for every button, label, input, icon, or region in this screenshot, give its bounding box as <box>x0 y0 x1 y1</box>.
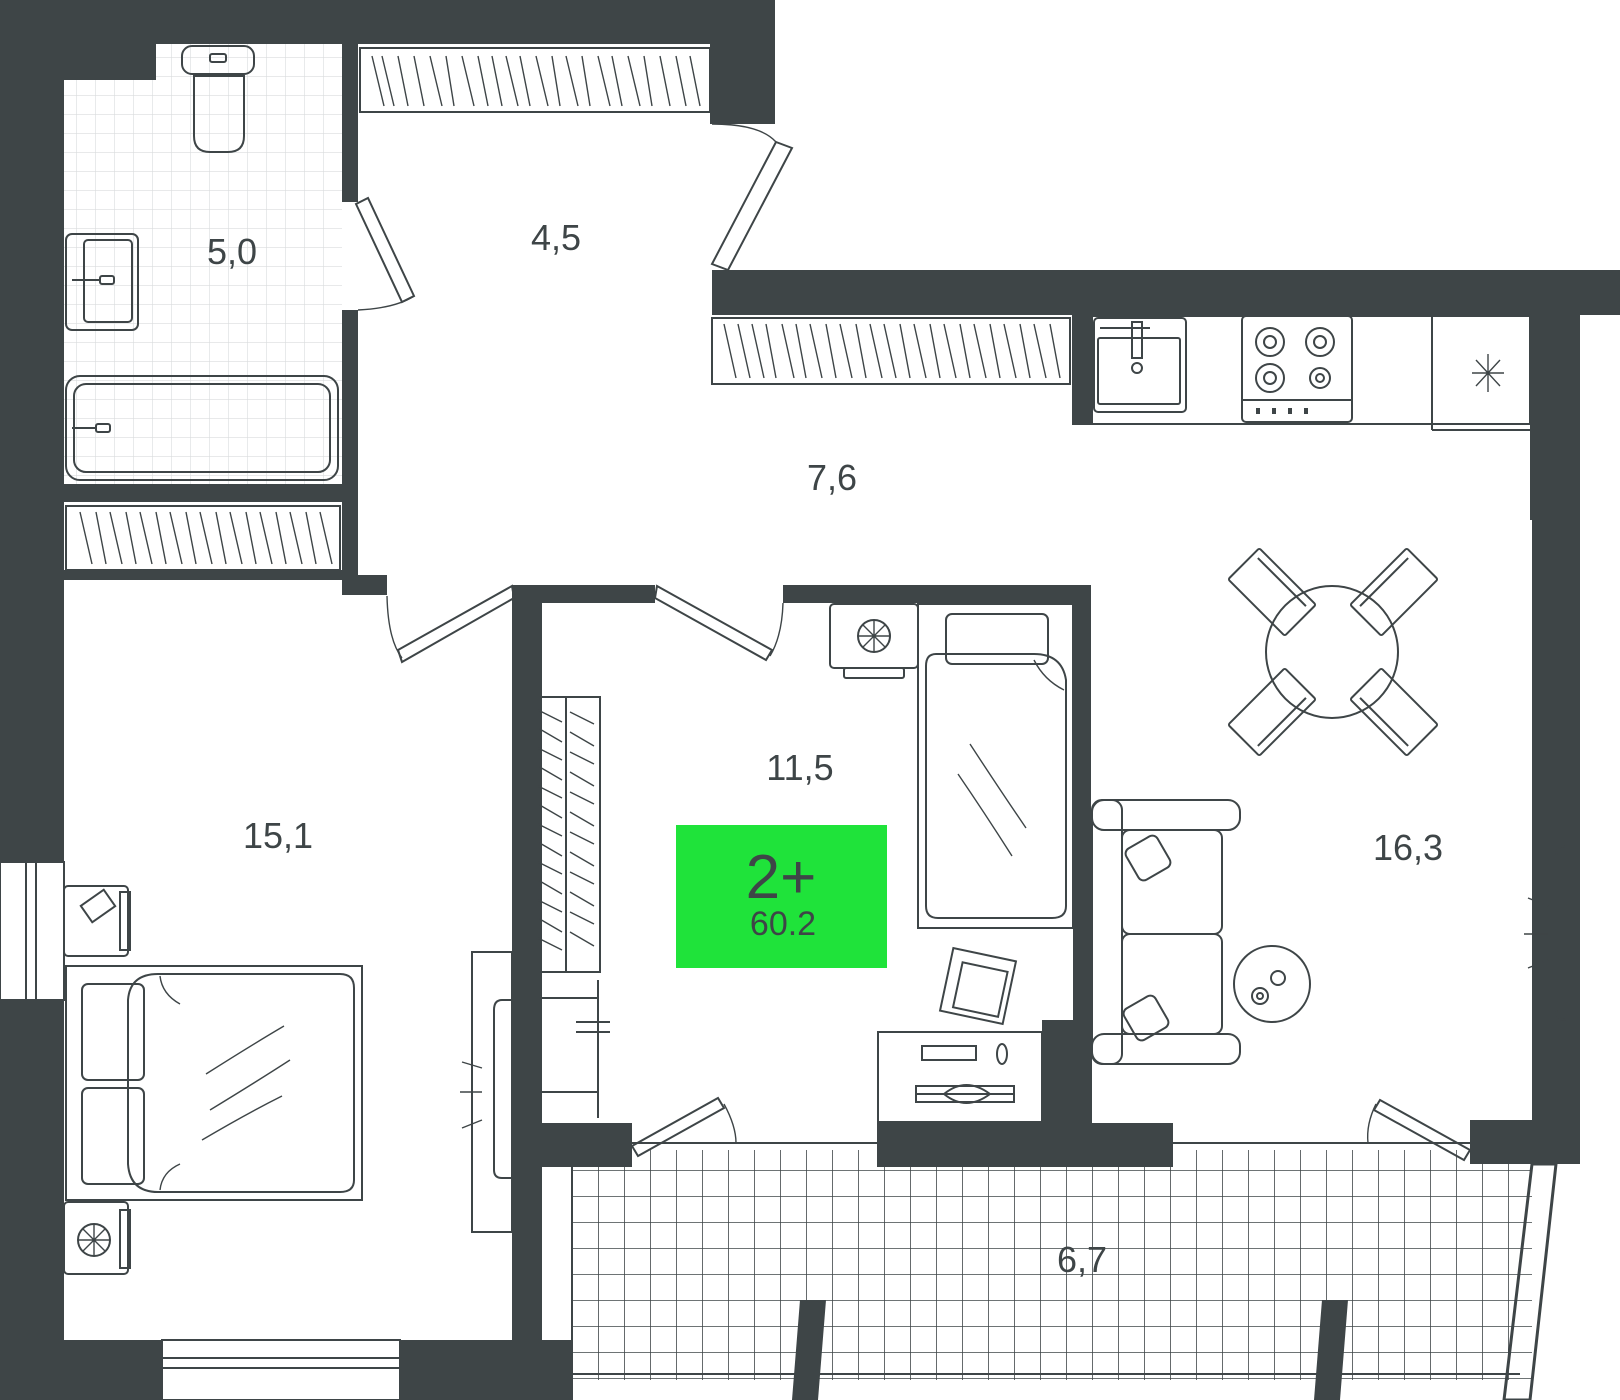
sink-icon <box>65 233 139 331</box>
ac-unit-main-bedroom <box>63 1201 131 1275</box>
area-label-bedroom-small: 11,5 <box>766 747 833 788</box>
sofa-icon <box>1091 799 1241 1065</box>
toilet-icon <box>181 45 255 153</box>
bathroom-floor-tiles <box>64 44 342 484</box>
double-bed-icon <box>65 965 363 1201</box>
badge-background <box>676 825 887 968</box>
area-label-hall: 4,5 <box>531 217 581 258</box>
area-label-balcony: 6,7 <box>1057 1239 1107 1280</box>
ac-unit-small-bedroom <box>829 603 919 679</box>
nightstand-top-icon <box>63 885 131 957</box>
window-bedroom-side <box>0 861 65 1001</box>
bathtub-icon <box>65 375 339 481</box>
coffee-table-icon <box>1233 945 1311 1023</box>
door-entrance <box>710 123 794 272</box>
wardrobe-corridor <box>711 317 1071 385</box>
desk-chair-icon <box>938 946 1018 1026</box>
balcony-floor-tiles <box>572 1150 1532 1380</box>
fridge-icon <box>1472 354 1504 392</box>
wardrobe-bath-corridor <box>65 505 341 571</box>
area-label-corridor: 7,6 <box>807 457 857 498</box>
door-balcony-right <box>1366 1098 1472 1162</box>
wardrobe-small-bedroom <box>531 696 601 973</box>
door-bathroom <box>354 196 416 311</box>
door-balcony-left <box>630 1096 737 1158</box>
tv-bedroom-icon <box>460 951 513 1233</box>
area-label-bedroom-main: 15,1 <box>243 815 313 856</box>
door-main-bedroom <box>386 584 516 664</box>
tv-icon <box>1524 845 1575 1021</box>
balcony-outline <box>571 1142 1558 1400</box>
stove-icon <box>1241 315 1353 423</box>
dining-table-icon <box>1227 547 1439 757</box>
area-label-bathroom: 5,0 <box>207 231 257 272</box>
window-bedroom-bottom <box>161 1339 401 1400</box>
single-bed-icon <box>917 603 1074 929</box>
apartment-badge: 2+ 60.2 <box>676 825 887 968</box>
desk-icon <box>877 1031 1043 1123</box>
badge-room-count: 2+ <box>746 843 817 912</box>
wardrobe-hall <box>359 47 711 113</box>
area-label-kitchen-living: 16,3 <box>1373 827 1443 868</box>
door-small-bedroom <box>653 584 784 662</box>
kitchen-sink-icon <box>1093 317 1187 413</box>
badge-total-area: 60.2 <box>750 905 816 943</box>
clothes-rack-icon <box>532 980 610 1118</box>
